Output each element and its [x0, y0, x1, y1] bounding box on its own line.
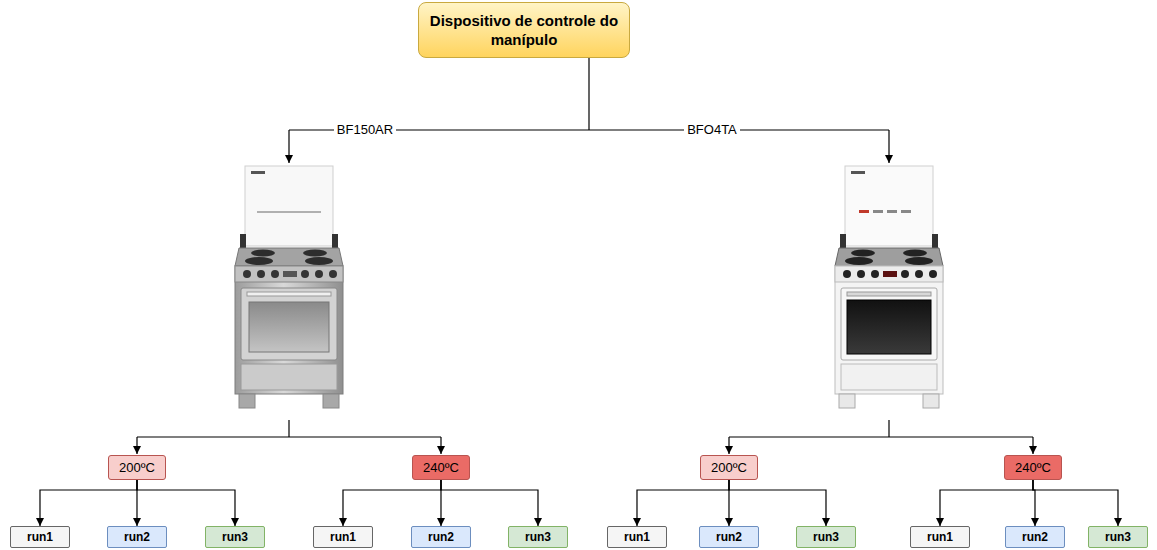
stove-foot — [923, 394, 939, 408]
oven-door — [841, 288, 937, 360]
hinge — [932, 234, 938, 248]
control-panel — [235, 266, 343, 282]
node-text: 200ºC — [711, 456, 747, 479]
glass-lid — [245, 166, 333, 246]
run-box: run2 — [1005, 526, 1065, 548]
run-box: run2 — [699, 526, 759, 548]
door-handle — [247, 292, 331, 296]
oven-window — [847, 300, 931, 354]
branch-line — [729, 436, 1033, 437]
node-text: 240ºC — [1015, 456, 1051, 479]
burner — [905, 257, 933, 265]
connector-arrow — [137, 480, 235, 526]
hinge — [840, 234, 846, 248]
lid-logo — [251, 171, 265, 174]
oven-door — [241, 288, 337, 360]
run-box: run3 — [508, 526, 568, 548]
burner — [305, 257, 333, 265]
burner — [903, 250, 927, 257]
drawer — [241, 364, 337, 390]
arrow-line — [888, 130, 889, 163]
run-box: run1 — [607, 526, 667, 548]
stove-body — [835, 266, 943, 394]
run-box: run3 — [1088, 526, 1148, 548]
run-box: run1 — [313, 526, 373, 548]
hinge — [240, 234, 246, 248]
node-text: run3 — [525, 527, 551, 547]
run-box: run2 — [411, 526, 471, 548]
stem-line — [888, 420, 889, 437]
run-box: run3 — [205, 526, 265, 548]
hinge — [332, 234, 338, 248]
door-handle — [847, 292, 931, 296]
node-text: 240ºC — [423, 456, 459, 479]
lid-logo — [851, 171, 865, 174]
node-text: run3 — [813, 527, 839, 547]
drawer — [841, 364, 937, 390]
stove-stainless — [235, 166, 343, 408]
burner — [851, 250, 875, 257]
tree-lines — [137, 30, 1033, 454]
node-text: 200ºC — [119, 456, 155, 479]
branch-line — [137, 436, 441, 437]
arrow-line — [440, 437, 441, 454]
burner — [303, 250, 327, 257]
cooktop — [835, 248, 943, 266]
node-text: run3 — [1105, 527, 1131, 547]
connector-arrow — [637, 480, 729, 526]
root-box: Dispositivo de controle do manípulo — [418, 2, 630, 58]
node-text: run2 — [428, 527, 454, 547]
connector-arrow — [343, 480, 441, 526]
connector-arrow — [940, 480, 1033, 526]
model-label: BF150AR — [334, 122, 396, 138]
connector-arrow — [1033, 480, 1118, 526]
node-text: run3 — [222, 527, 248, 547]
burner — [251, 250, 275, 257]
node-text: run2 — [1022, 527, 1048, 547]
run-box: run3 — [796, 526, 856, 548]
arrow-line — [1032, 437, 1033, 454]
stove-foot — [323, 394, 339, 408]
node-text: run1 — [624, 527, 650, 547]
node-text: Dispositivo de controle do manípulo — [425, 11, 623, 49]
node-text: run2 — [716, 527, 742, 547]
temperature-box: 200ºC — [700, 455, 758, 480]
model-label: BFO4TA — [684, 122, 740, 138]
run-box: run2 — [107, 526, 167, 548]
temperature-box: 240ºC — [412, 455, 470, 480]
oven-window — [249, 302, 329, 352]
stove-foot — [839, 394, 855, 408]
connector-arrow — [441, 480, 538, 526]
burner — [845, 257, 873, 265]
lid-stripe — [257, 211, 321, 213]
node-text: run1 — [330, 527, 356, 547]
node-text: run1 — [927, 527, 953, 547]
run-box: run1 — [10, 526, 70, 548]
stove-body — [235, 266, 343, 394]
connector-arrow — [729, 480, 826, 526]
temperature-box: 240ºC — [1004, 455, 1062, 480]
run-box: run1 — [910, 526, 970, 548]
connector-arrow — [40, 480, 137, 526]
stove-foot — [239, 394, 255, 408]
cooktop — [235, 248, 343, 266]
temperature-box: 200ºC — [108, 455, 166, 480]
arrow-line — [288, 130, 289, 163]
arrow-line — [728, 437, 729, 454]
arrow-line — [136, 437, 137, 454]
node-text: run1 — [27, 527, 53, 547]
node-text: run2 — [124, 527, 150, 547]
glass-lid — [845, 166, 933, 246]
burner — [245, 257, 273, 265]
stove-white — [835, 166, 943, 408]
stem-line — [288, 420, 289, 437]
control-panel — [835, 266, 943, 282]
